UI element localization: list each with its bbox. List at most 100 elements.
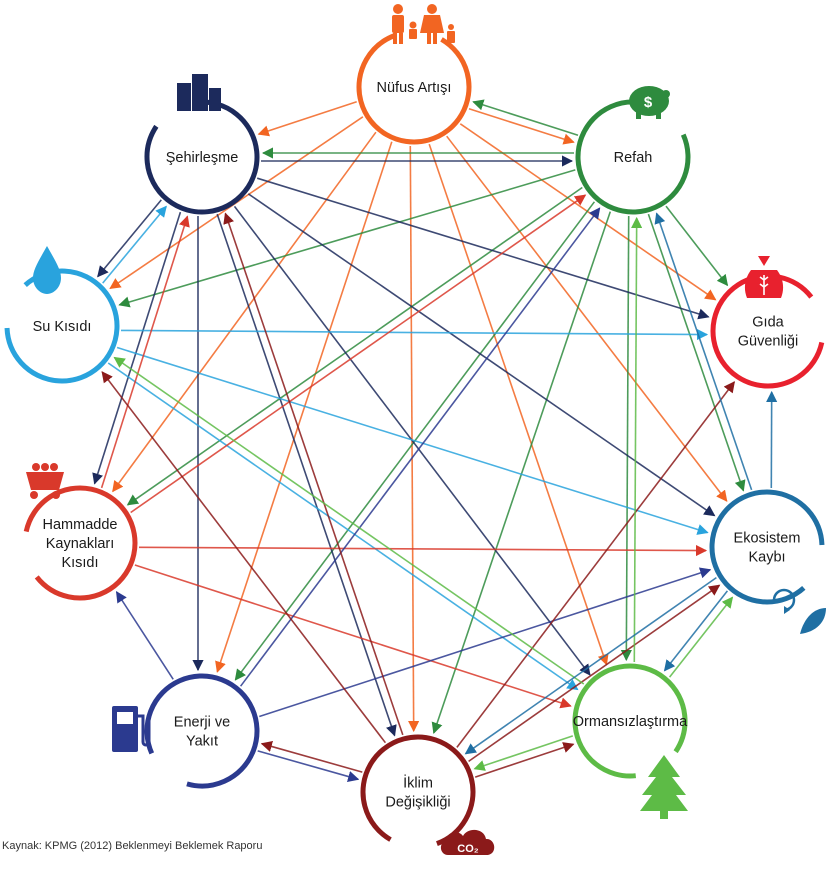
leaf-recycle-icon [772,588,826,634]
water-drop-icon [33,246,61,294]
arrow-refah-to-orman [620,215,632,662]
arrow-refah-to-gida [665,205,729,287]
node-label-sehir: Şehirleşme [166,150,239,166]
node-ring [572,663,688,779]
node-label-ekosistem: Kaybı [748,550,785,566]
node-background [578,102,688,212]
node-ring [144,673,260,789]
fuel-pump-icon [112,706,151,752]
piggy-bank-icon: $ [629,86,670,119]
node-orman: Ormansızlaştırma [572,663,688,779]
arrow-iklim-to-sehir [223,212,404,736]
arrow-su-to-ekosistem [116,346,709,535]
arrow-nufus-to-ekosistem [446,135,728,502]
svg-text:$: $ [644,94,653,111]
node-background [25,488,135,598]
arrow-enerji-to-refah [239,207,601,687]
node-ring [360,734,476,850]
arrow-sehir-to-gida [256,177,710,320]
city-buildings-icon [177,74,221,111]
family-icon [392,4,455,44]
arrow-orman-to-refah [631,216,643,663]
node-label-enerji: Yakıt [186,734,218,750]
node-background [713,276,823,386]
node-background [712,492,822,602]
arrow-su-to-gida [120,328,709,341]
source-caption: Kaynak: KPMG (2012) Beklenmeyi Beklemek … [2,840,263,852]
arrow-su-to-sehir [102,205,167,284]
arrow-refah-to-iklim [431,211,612,734]
co2-cloud-icon: CO₂ [440,829,495,855]
node-label-ekosistem: Ekosistem [734,531,801,547]
node-ring [575,99,691,215]
arrow-iklim-to-orman [474,742,575,778]
arrow-hammadde-to-orman [134,564,572,709]
node-label-hammadde: Kaynakları [46,536,115,552]
arrow-nufus-to-iklim [408,145,420,733]
arrow-hammadde-to-sehir [100,215,190,489]
node-refah: Refah [575,99,691,215]
arrow-su-to-orman [107,362,579,691]
arrow-iklim-to-ekosistem [468,584,721,763]
arrow-hammadde-to-refah [130,194,587,514]
pine-tree-icon [640,755,688,819]
node-su: Su Kısıdı [4,268,120,384]
mine-cart-icon [26,463,64,499]
arrow-nufus-to-sehir [257,100,357,137]
arrow-enerji-to-hammadde [115,591,174,680]
arrow-nufus-to-refah [468,108,575,145]
node-label-iklim: İklim [403,774,433,792]
node-label-gida: Güvenliği [738,334,798,350]
node-label-hammadde: Kısıdı [61,555,98,571]
arrow-sehir-to-hammadde [92,211,182,485]
node-background [147,102,257,212]
arrow-refah-to-nufus [472,99,579,136]
node-ring [22,485,138,601]
node-label-hammadde: Hammadde [43,517,118,533]
node-sehir: Şehirleşme [144,99,260,215]
arrow-nufus-to-orman [428,143,609,666]
node-background [147,676,257,786]
node-nufus: Nüfus Artışı [356,29,472,145]
svg-text:CO₂: CO₂ [457,843,479,855]
arrow-ekosistem-to-orman [663,590,729,672]
arrow-refah-to-ekosistem [647,213,746,492]
arrow-enerji-to-iklim [257,750,360,782]
node-label-su: Su Kısıdı [33,319,92,335]
node-background [575,666,685,776]
grain-sack-icon [744,256,784,298]
node-label-refah: Refah [614,150,653,166]
arrow-iklim-to-gida [456,381,735,748]
node-enerji: Enerji ve Yakıt [144,673,260,789]
arrow-iklim-to-su [101,371,387,744]
node-label-orman: Ormansızlaştırma [573,714,688,730]
arrow-hammadde-to-ekosistem [138,544,708,557]
node-circles: Nüfus ArtışıRefahGıdaGüvenliğiEkosistemK… [4,29,826,850]
node-label-nufus: Nüfus Artışı [377,80,452,96]
arrow-sehir-to-su [97,199,162,278]
arrow-sehir-to-ekosistem [247,193,716,517]
arrow-refah-to-hammadde [126,186,583,506]
arrow-iklim-to-enerji [260,741,363,773]
node-ring [709,489,825,605]
node-label-gida: Gıda [752,315,784,331]
arrow-sehir-to-iklim [216,213,397,737]
node-label-iklim: Değişikliği [385,795,450,811]
connection-arrows [92,99,778,782]
node-background [363,737,473,847]
arrow-ekosistem-to-refah [654,212,753,491]
node-background [7,271,117,381]
arrow-orman-to-ekosistem [668,596,734,678]
arrow-nufus-to-hammadde [112,131,377,493]
node-label-enerji: Enerji ve [174,715,230,731]
arrow-orman-to-su [113,356,585,685]
arrow-refah-to-su [118,169,576,308]
node-background [359,32,469,142]
node-ring [4,268,120,384]
arrow-ekosistem-to-iklim [464,576,717,755]
arrow-orman-to-iklim [473,735,574,771]
